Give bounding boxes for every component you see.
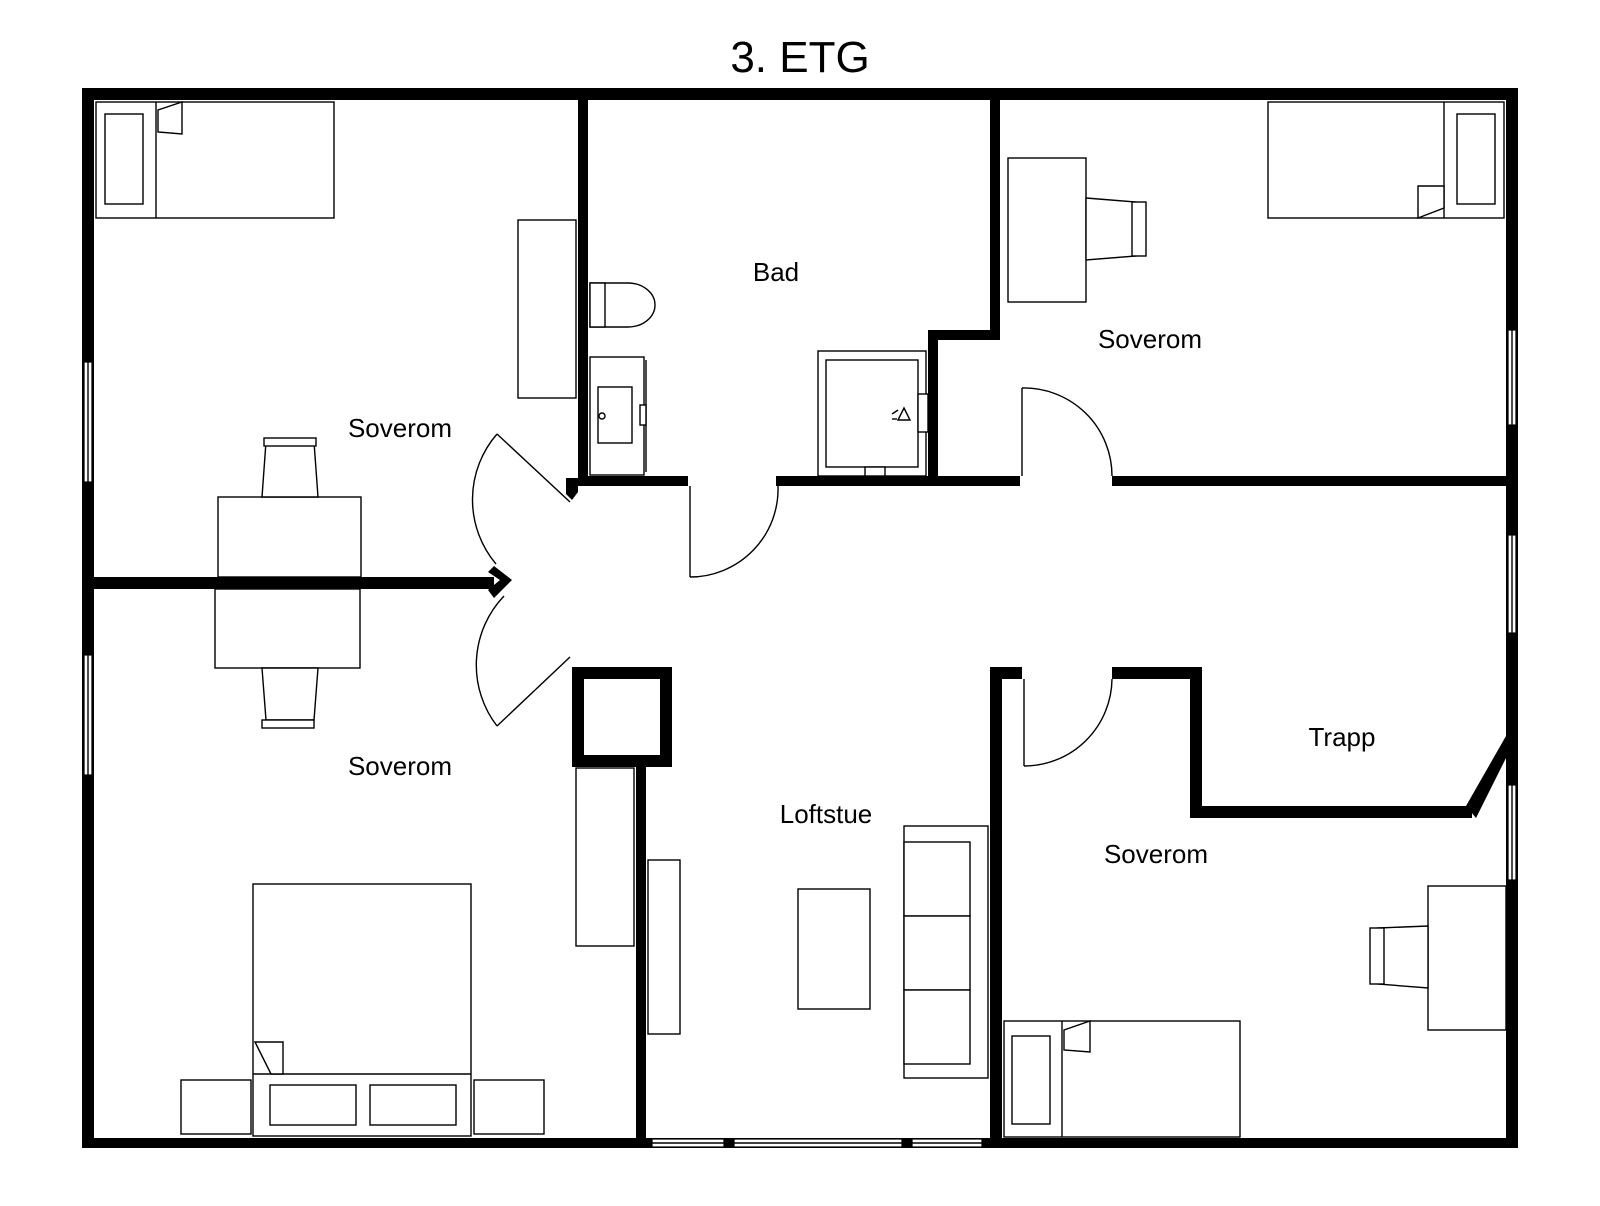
sofa-icon <box>903 825 989 1079</box>
wardrobe-icon <box>647 859 681 1035</box>
bed-icon <box>95 101 335 219</box>
room-label-bedroom-top-right: Soverom <box>1098 324 1202 354</box>
bedroom-bottom-left: Soverom <box>180 588 635 1137</box>
nightstand-icon <box>180 1079 252 1135</box>
room-label-bedroom-bottom-right: Soverom <box>1104 839 1208 869</box>
bedroom-top-left: Soverom <box>95 101 577 578</box>
sink-icon <box>589 356 647 476</box>
bathroom: Bad <box>589 257 929 477</box>
bedroom-top-right: Soverom <box>1007 101 1505 354</box>
chair-icon <box>1085 197 1147 261</box>
chair-icon <box>261 667 319 729</box>
desk-icon <box>217 496 362 578</box>
coffee-table-icon <box>797 888 871 1010</box>
room-label-stairs: Trapp <box>1309 722 1376 752</box>
chair-icon <box>1369 925 1429 989</box>
chair-icon <box>261 437 319 498</box>
bed-icon <box>1267 101 1505 220</box>
doors <box>471 387 1113 767</box>
desk-icon <box>214 588 361 669</box>
nightstand-icon <box>473 1079 545 1135</box>
desk-icon <box>1427 885 1507 1031</box>
stairs: Trapp <box>1309 722 1376 752</box>
wardrobe-icon <box>575 767 635 947</box>
room-label-loft-living: Loftstue <box>780 799 873 829</box>
door-swing-icon <box>1023 678 1113 767</box>
floor-title: 3. ETG <box>730 33 869 82</box>
toilet-icon <box>589 282 656 328</box>
room-label-bathroom: Bad <box>753 257 799 287</box>
wardrobe-icon <box>517 219 577 399</box>
bedroom-bottom-right: Soverom <box>1003 839 1507 1138</box>
room-label-bedroom-top-left: Soverom <box>348 413 452 443</box>
loft-living-room: Loftstue <box>647 799 989 1079</box>
bed-icon <box>252 883 472 1137</box>
bed-icon <box>1003 1020 1241 1138</box>
door-swing-icon <box>689 485 779 578</box>
door-swing-icon <box>1021 387 1113 477</box>
door-swing-icon <box>471 433 571 565</box>
room-label-bedroom-bottom-left: Soverom <box>348 751 452 781</box>
desk-icon <box>1007 157 1087 303</box>
shower-icon <box>817 350 929 477</box>
door-swing-icon <box>475 595 571 727</box>
windows <box>83 329 1517 1148</box>
